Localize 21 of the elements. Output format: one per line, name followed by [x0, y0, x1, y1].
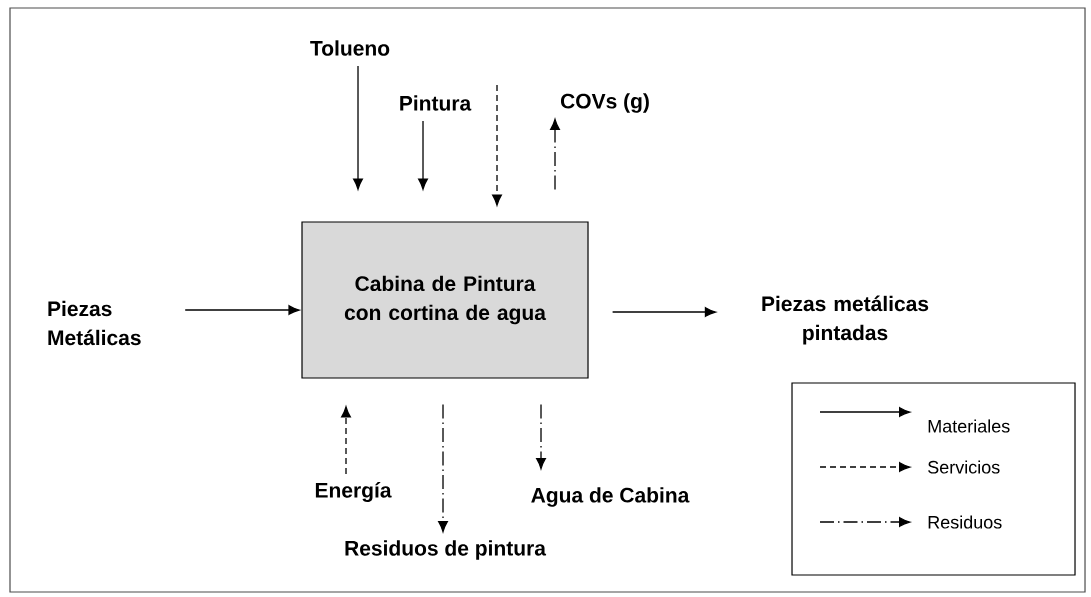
input-label: Piezas Metálicas	[48, 300, 141, 346]
legend-label: Materiales	[928, 419, 1010, 433]
arrow	[418, 120, 428, 190]
input-label: Energía	[315, 482, 392, 502]
arrow	[536, 403, 546, 470]
arrow	[341, 406, 351, 475]
arrow	[353, 65, 363, 190]
arrow	[492, 84, 502, 206]
arrow	[438, 403, 448, 533]
arrow	[184, 305, 300, 315]
output-label: COVs (g)	[560, 93, 649, 113]
process-box: Cabina de Pintura con cortina de agua	[301, 221, 589, 379]
input-label: Pintura	[400, 95, 472, 111]
legend-label: Servicios	[928, 460, 1000, 474]
legend-label: Residuos	[928, 515, 1002, 529]
arrow	[611, 307, 717, 317]
arrow	[550, 118, 560, 191]
input-label: Tolueno	[310, 40, 390, 56]
output-label: Piezas metálicas pintadas	[762, 295, 929, 345]
output-label: Residuos de pintura	[345, 540, 547, 560]
output-label: Agua de Cabina	[531, 487, 690, 507]
